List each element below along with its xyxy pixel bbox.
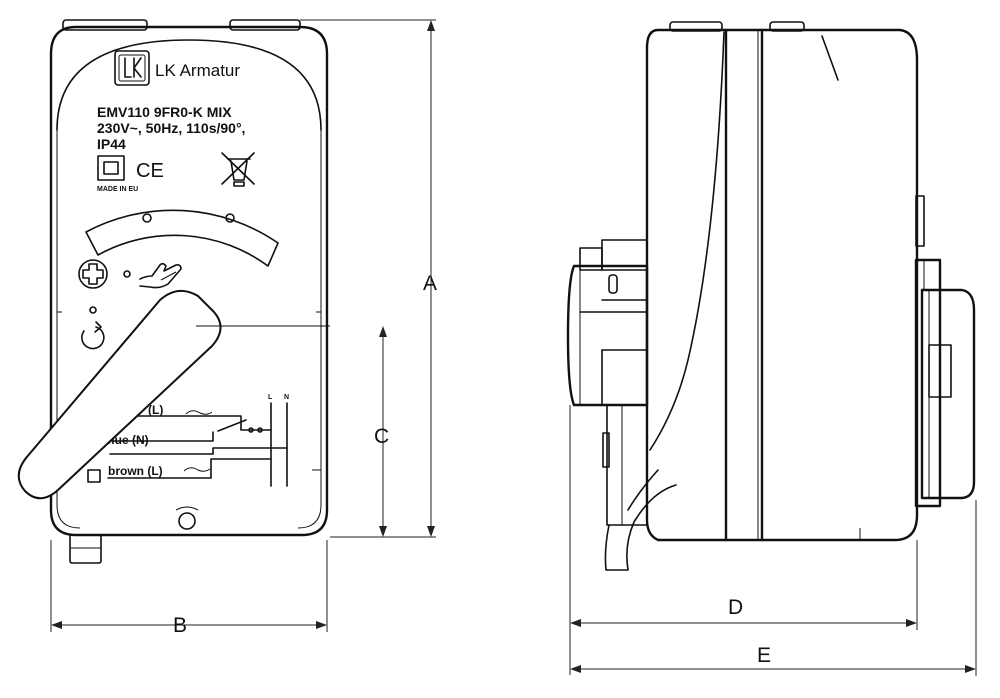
dimension-lines: A C B D E xyxy=(50,19,977,676)
rotate-arrow-icon xyxy=(81,321,105,350)
position-scale-arc xyxy=(85,209,279,267)
ip-rating: IP44 xyxy=(97,136,126,152)
electrical-rating: 230V~, 50Hz, 110s/90°, xyxy=(97,120,245,136)
side-view xyxy=(566,21,976,571)
weee-bin-icon xyxy=(221,152,255,187)
hand-icon xyxy=(139,262,182,289)
ce-mark: CE xyxy=(136,160,164,182)
actuator-housing xyxy=(49,25,329,537)
lk-logo xyxy=(114,50,150,86)
valve-adapter xyxy=(566,239,649,526)
dimension-label-c: C xyxy=(374,425,389,448)
model-number: EMV110 9FR0-K MIX xyxy=(97,104,232,120)
double-insulation-icon xyxy=(97,155,125,181)
made-in-label: MADE IN EU xyxy=(97,186,138,193)
manual-override-icon xyxy=(78,259,108,289)
scale-dot xyxy=(142,213,152,223)
dimension-label-e: E xyxy=(757,644,771,667)
svg-text:N: N xyxy=(284,394,289,401)
brand-name: LK Armatur xyxy=(155,61,240,80)
wire-label-l: (L) xyxy=(148,403,163,417)
cable xyxy=(604,484,677,571)
actuator-side-body[interactable] xyxy=(645,28,919,542)
dimension-label-b: B xyxy=(173,614,187,637)
dimension-label-a: A xyxy=(423,272,437,295)
dimension-label-d: D xyxy=(728,596,743,619)
front-view: LK Armatur EMV110 9FR0-K MIX 230V~, 50Hz… xyxy=(17,19,330,564)
wire-label-brown: brown (L) xyxy=(108,464,163,478)
manual-handle[interactable] xyxy=(17,289,222,500)
scale-dot xyxy=(225,213,235,223)
bottom-screw-icon xyxy=(175,506,199,530)
svg-text:L: L xyxy=(268,394,273,401)
